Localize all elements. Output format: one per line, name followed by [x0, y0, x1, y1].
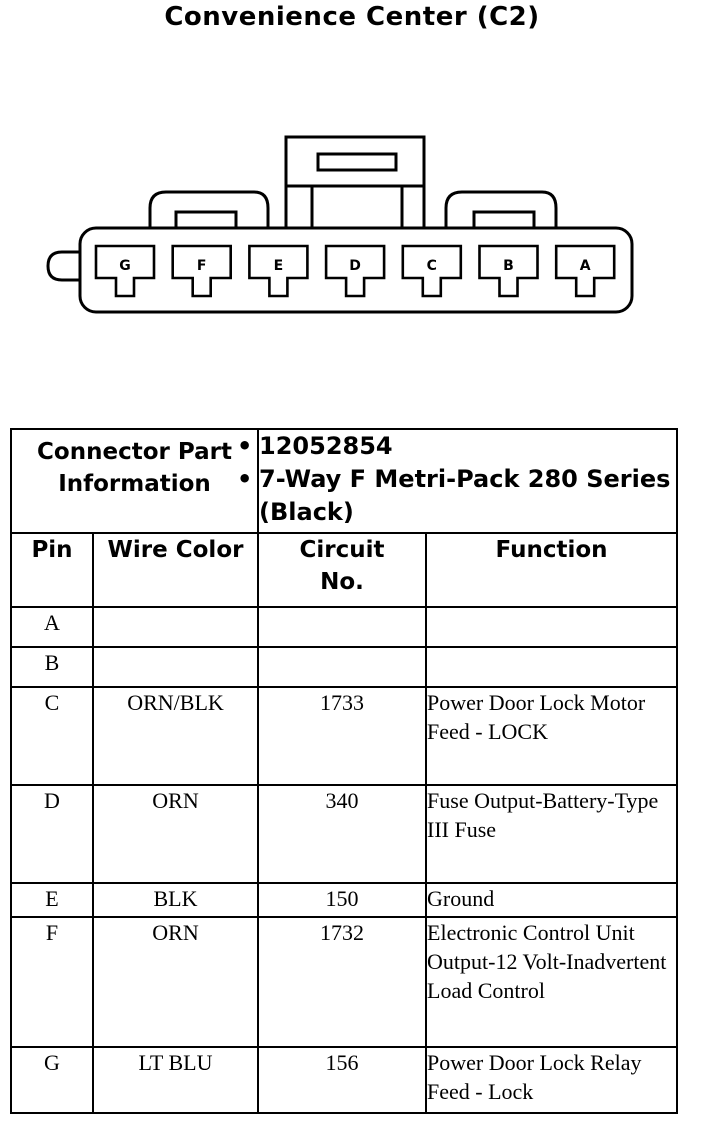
function-cell: Power Door Lock Relay Feed - Lock [425, 1046, 679, 1114]
pin-cell: G [10, 1046, 94, 1114]
wire-color-cell: ORN [91, 784, 260, 884]
circuit-cell: 1733 [257, 686, 428, 786]
header-circuit-no: Circuit No. [299, 537, 385, 595]
connector-nub [46, 250, 80, 282]
connector-body [78, 226, 634, 314]
wire-color-cell: ORN/BLK [91, 686, 260, 786]
pin-cavity-e: E [248, 244, 309, 298]
part-info-label: Connector Part Information [37, 439, 232, 497]
latch-slot [316, 152, 398, 172]
wire-color-cell: BLK [91, 882, 260, 918]
connector-latch-center [284, 135, 426, 228]
pin-cell: B [10, 646, 94, 688]
function-cell [425, 606, 679, 648]
header-pin: Pin [31, 537, 73, 563]
connector-shoulder-right [444, 190, 558, 228]
pin-cavity-f: F [171, 244, 232, 298]
header-row: Pin Wire Color Circuit No. Function [10, 532, 679, 608]
pin-cavity-g: G [94, 244, 156, 298]
wire-color-cell: LT BLU [91, 1046, 260, 1114]
table-row: B [10, 646, 679, 688]
wire-color-cell: ORN [91, 916, 260, 1048]
part-number: 12052854 [237, 430, 676, 463]
circuit-cell [257, 606, 428, 648]
pin-cavity-d: D [324, 244, 386, 298]
part-description: 7-Way F Metri-Pack 280 Series (Black) [237, 463, 676, 529]
pin-label: C [427, 258, 437, 274]
pin-label: F [197, 258, 207, 274]
pin-label: A [580, 258, 591, 274]
function-cell: Electronic Control Unit Output-12 Volt-I… [425, 916, 679, 1048]
pin-label: G [119, 258, 131, 274]
pin-cell: F [10, 916, 94, 1048]
connector-info-table: Connector Part Information 12052854 7-Wa… [9, 428, 679, 1114]
circuit-cell: 340 [257, 784, 428, 884]
pin-cavity-b: B [478, 244, 539, 298]
circuit-cell: 150 [257, 882, 428, 918]
wire-color-cell [91, 646, 260, 688]
function-cell: Ground [425, 882, 679, 918]
pin-cell: E [10, 882, 94, 918]
pin-cell: D [10, 784, 94, 884]
pin-cell: C [10, 686, 94, 786]
pin-cavity-c: C [401, 244, 463, 298]
pin-cell: A [10, 606, 94, 648]
pin-cavity-a: A [554, 244, 616, 298]
circuit-cell [257, 646, 428, 688]
connector-shoulder-left [148, 190, 270, 228]
wire-color-cell [91, 606, 260, 648]
function-cell [425, 646, 679, 688]
part-info-list: 12052854 7-Way F Metri-Pack 280 Series (… [237, 430, 676, 529]
pin-label: E [274, 258, 284, 274]
circuit-cell: 1732 [257, 916, 428, 1048]
table-row: A [10, 606, 679, 648]
part-info-row: Connector Part Information 12052854 7-Wa… [9, 428, 679, 534]
function-cell: Fuse Output-Battery-Type III Fuse [425, 784, 679, 884]
pin-label: B [503, 258, 514, 274]
header-wire-color: Wire Color [107, 537, 244, 563]
function-cell: Power Door Lock Motor Feed - LOCK [425, 686, 679, 786]
page-title: Convenience Center (C2) [164, 2, 540, 32]
circuit-cell: 156 [257, 1046, 428, 1114]
pin-label: D [349, 258, 361, 274]
header-function: Function [495, 537, 608, 563]
